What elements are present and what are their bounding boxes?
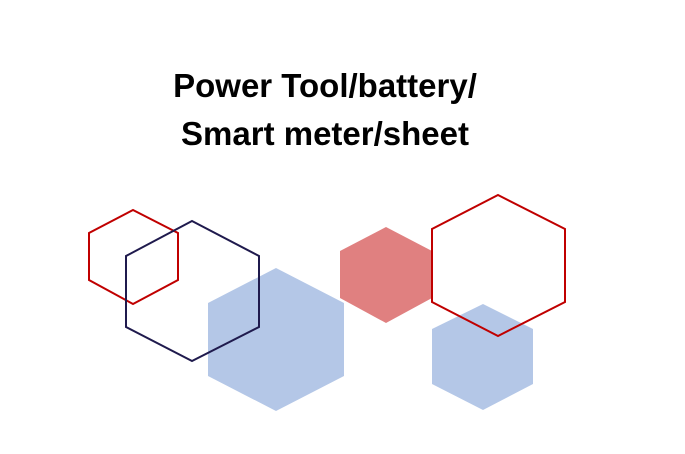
hexagon-red-filled <box>340 227 432 323</box>
hexagon-red-outline-small <box>88 208 179 306</box>
hexagon-blue-small <box>432 304 533 410</box>
title-line-2: Smart meter/sheet <box>181 115 469 152</box>
hexagon-navy-outline <box>125 219 260 363</box>
hexagon-red-outline-large <box>431 193 566 338</box>
slide-title: Power Tool/battery/ Smart meter/sheet <box>0 62 650 158</box>
hexagon-blue-large <box>208 268 344 411</box>
title-line-1: Power Tool/battery/ <box>173 67 477 104</box>
